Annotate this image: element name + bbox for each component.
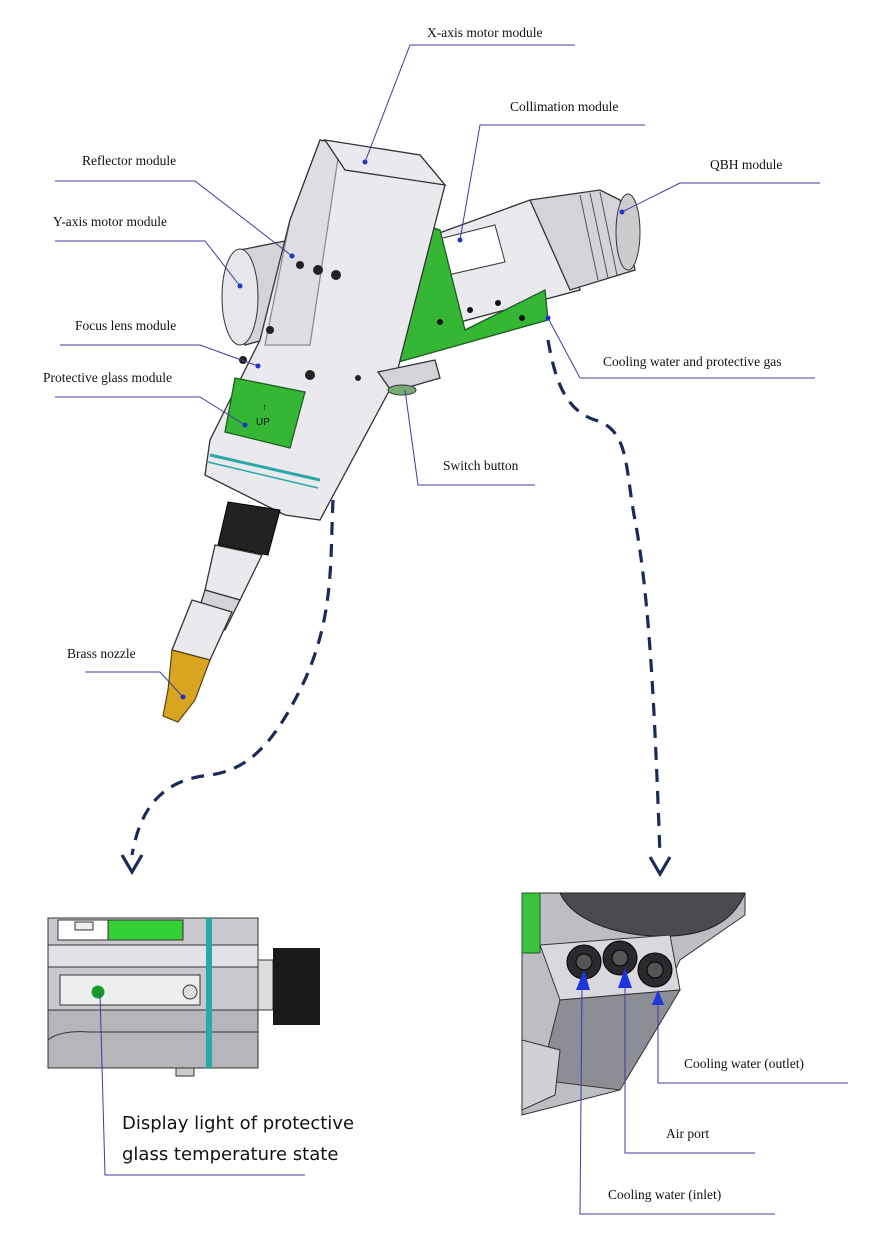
label-collimation: Collimation module [510,99,618,114]
label-air-port: Air port [666,1126,709,1141]
qbh-end [615,193,641,271]
label-protective-glass: Protective glass module [43,370,172,385]
inset-cooling-ports [521,892,746,1116]
svg-text:↑: ↑ [262,402,267,413]
label-reflector: Reflector module [82,153,176,168]
welding-head-illustration: ↑ UP [162,139,641,723]
dashed-callout-right [546,339,662,856]
label-focus-lens: Focus lens module [75,318,176,333]
arrowhead-left [120,854,144,876]
label-y-axis-motor: Y-axis motor module [53,214,167,229]
leader-lines [55,44,820,698]
port-fittings [566,940,673,988]
lock-nut [217,501,281,556]
nozzle-holder [171,599,233,661]
label-brass-nozzle: Brass nozzle [67,646,136,661]
dashed-callout-left [130,499,335,856]
nozzle-tube [204,544,263,601]
x-axis-motor-cap [323,139,447,186]
label-x-axis-motor: X-axis motor module [427,25,542,40]
switch-button-shape [376,359,441,393]
arrowhead-right [648,856,672,878]
label-cooling-outlet: Cooling water (outlet) [684,1056,804,1071]
protective-glass-window [224,377,306,449]
brass-nozzle-shape [162,649,211,723]
label-cooling-inlet: Cooling water (inlet) [608,1187,721,1202]
inset-protective-glass-light [47,917,320,1077]
label-switch-button: Switch button [443,458,519,473]
temperature-indicator-light [91,985,105,999]
inset-left-line1: Display light of protective [122,1113,354,1134]
label-cooling-gas: Cooling water and protective gas [603,354,781,369]
svg-text:UP: UP [256,417,270,428]
label-qbh: QBH module [710,157,782,172]
inset-left-line2: glass temperature state [122,1144,338,1165]
